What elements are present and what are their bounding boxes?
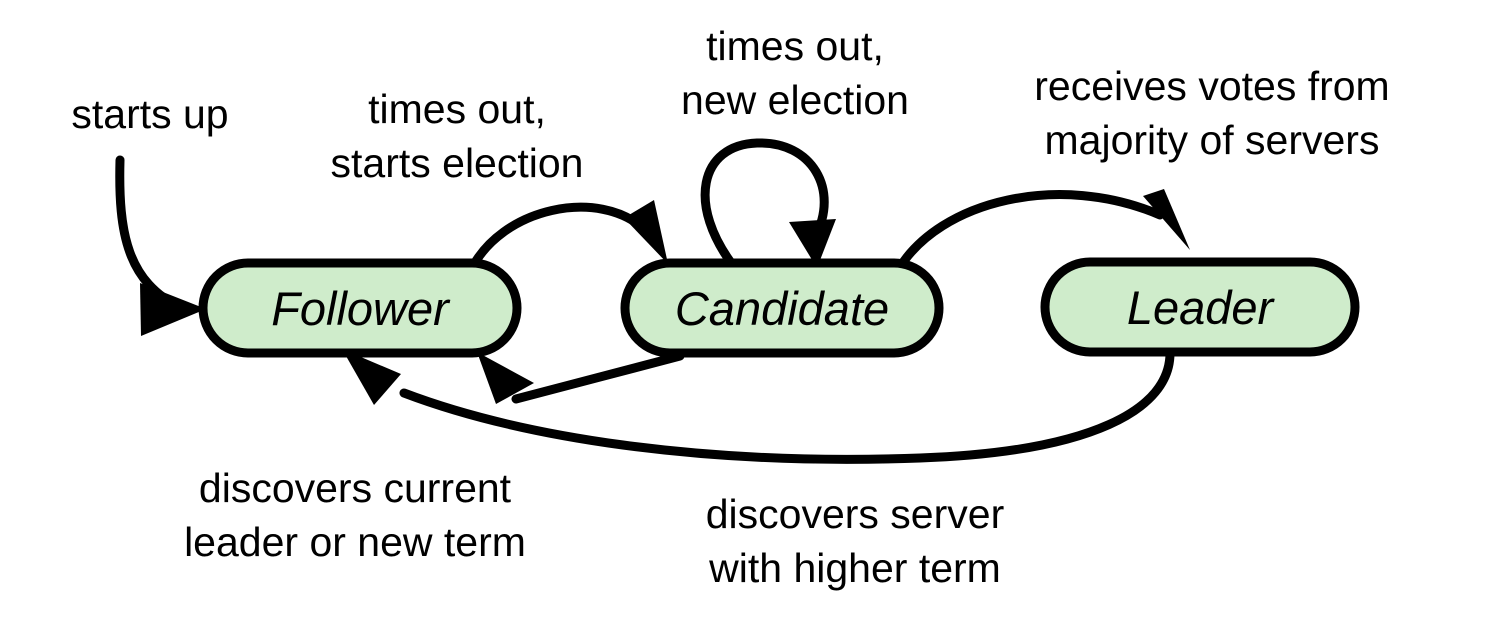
edge-label-line: times out, — [368, 86, 546, 132]
edge-path-start-to-follower — [115, 155, 186, 313]
state-label-candidate: Candidate — [675, 282, 889, 335]
edge-leader-to-follower — [342, 347, 1175, 464]
edge-start-to-follower — [115, 155, 206, 336]
edge-label-line: discovers current — [199, 465, 512, 511]
state-shape-candidate[interactable] — [620, 258, 944, 358]
edge-candidate-self-loop — [700, 138, 836, 273]
edge-follower-to-candidate — [465, 200, 668, 277]
arrowhead-candidate-to-leader — [1143, 189, 1190, 250]
arrowhead-candidate-self-loop — [789, 219, 836, 268]
state-node-leader[interactable]: Leader — [1040, 257, 1360, 357]
edge-label-candidate-to-follower: discovers current leader or new term — [184, 465, 526, 565]
arrowhead-start-to-follower — [140, 283, 206, 336]
edge-label-line: with higher term — [708, 545, 1001, 591]
state-label-leader: Leader — [1127, 281, 1276, 334]
edge-candidate-to-follower — [477, 351, 685, 404]
arrowhead-candidate-to-follower — [477, 352, 534, 404]
edge-label-candidate-self-loop: times out, new election — [681, 23, 909, 123]
state-shape-leader[interactable] — [1040, 257, 1360, 357]
edge-path-candidate-to-follower — [511, 351, 685, 404]
edge-label-line: starts election — [331, 140, 584, 186]
edge-label-candidate-to-leader: receives votes from majority of servers — [1034, 63, 1389, 163]
edge-path-candidate-to-leader — [893, 190, 1165, 275]
state-node-candidate[interactable]: Candidate — [620, 258, 944, 358]
edge-path-leader-to-follower — [399, 347, 1175, 464]
edge-label-line: starts up — [71, 91, 228, 137]
state-label-follower: Follower — [271, 282, 451, 335]
edge-label-line: receives votes from — [1034, 63, 1389, 109]
edge-label-leader-to-follower: discovers server with higher term — [706, 491, 1004, 591]
edge-label-start-to-follower: starts up — [71, 91, 228, 137]
arrowhead-follower-to-candidate — [624, 200, 668, 264]
edge-label-line: leader or new term — [184, 519, 526, 565]
state-shape-follower[interactable] — [198, 258, 522, 358]
edge-label-line: discovers server — [706, 491, 1004, 537]
state-node-follower[interactable]: Follower — [198, 258, 522, 358]
edge-label-line: new election — [681, 77, 909, 123]
edge-label-follower-to-candidate: times out, starts election — [331, 86, 584, 186]
edge-path-follower-to-candidate — [465, 202, 650, 277]
edge-label-line: majority of servers — [1045, 117, 1380, 163]
edge-label-line: times out, — [706, 23, 884, 69]
edge-candidate-to-leader — [893, 189, 1190, 275]
arrowhead-leader-to-follower — [342, 349, 401, 405]
edge-path-candidate-self-loop — [700, 138, 829, 273]
